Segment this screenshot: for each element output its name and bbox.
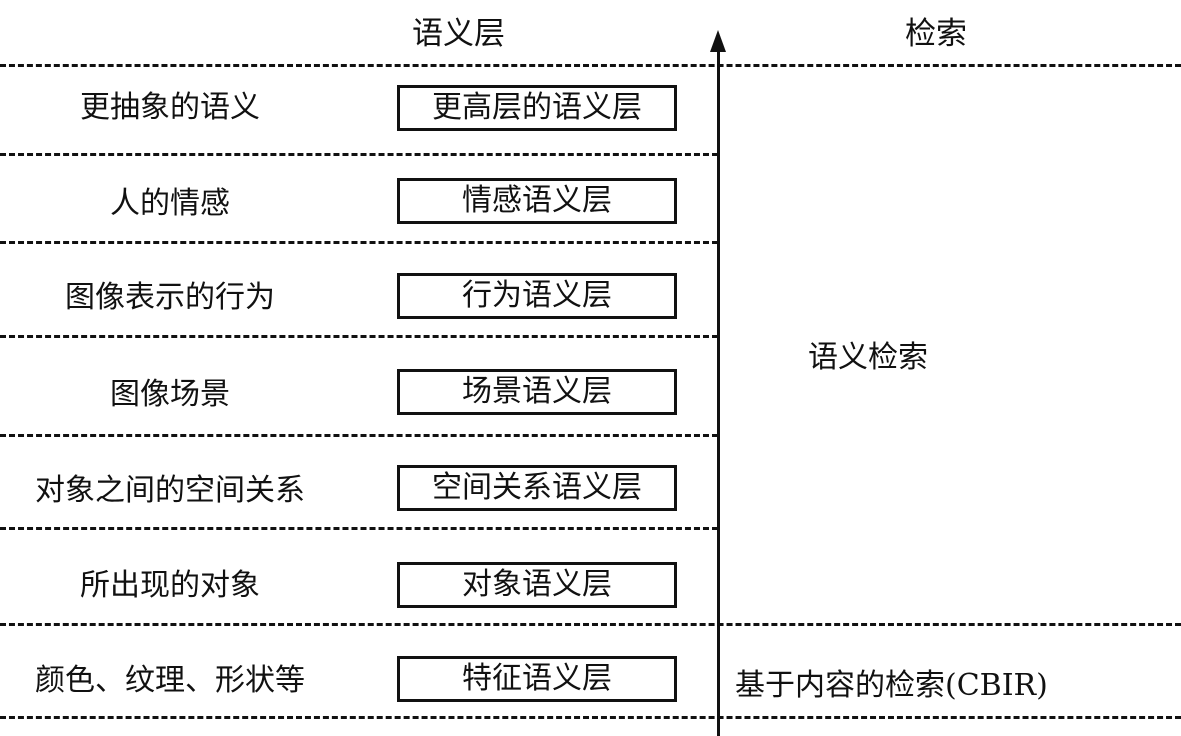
separator [0, 434, 718, 437]
layer-description: 颜色、纹理、形状等 [35, 663, 305, 698]
layer-description: 所出现的对象 [80, 568, 260, 603]
layer-description: 人的情感 [110, 186, 230, 221]
layer-box: 对象语义层 [397, 562, 677, 608]
cbir-label: 基于内容的检索(CBIR) [735, 668, 1048, 703]
separator [0, 153, 718, 156]
semantic-retrieval-label: 语义检索 [808, 340, 928, 375]
separator-top [0, 64, 1181, 67]
layer-description: 图像表示的行为 [65, 280, 275, 315]
layer-description: 对象之间的空间关系 [35, 473, 305, 508]
semantic-layer-header: 语义层 [412, 16, 505, 52]
retrieval-header: 检索 [905, 16, 967, 52]
separator [0, 335, 718, 338]
retrieval-axis [717, 40, 720, 736]
separator [0, 527, 718, 530]
layer-description: 更抽象的语义 [80, 90, 260, 125]
layer-box: 情感语义层 [397, 178, 677, 224]
separator-bottom [0, 716, 1181, 719]
separator-cbir-boundary [0, 623, 1181, 626]
separator [0, 241, 718, 244]
layer-description: 图像场景 [110, 377, 230, 412]
layer-box: 空间关系语义层 [397, 465, 677, 511]
layer-box: 场景语义层 [397, 369, 677, 415]
layer-box: 特征语义层 [397, 656, 677, 702]
layer-box: 更高层的语义层 [397, 85, 677, 131]
layer-box: 行为语义层 [397, 273, 677, 319]
